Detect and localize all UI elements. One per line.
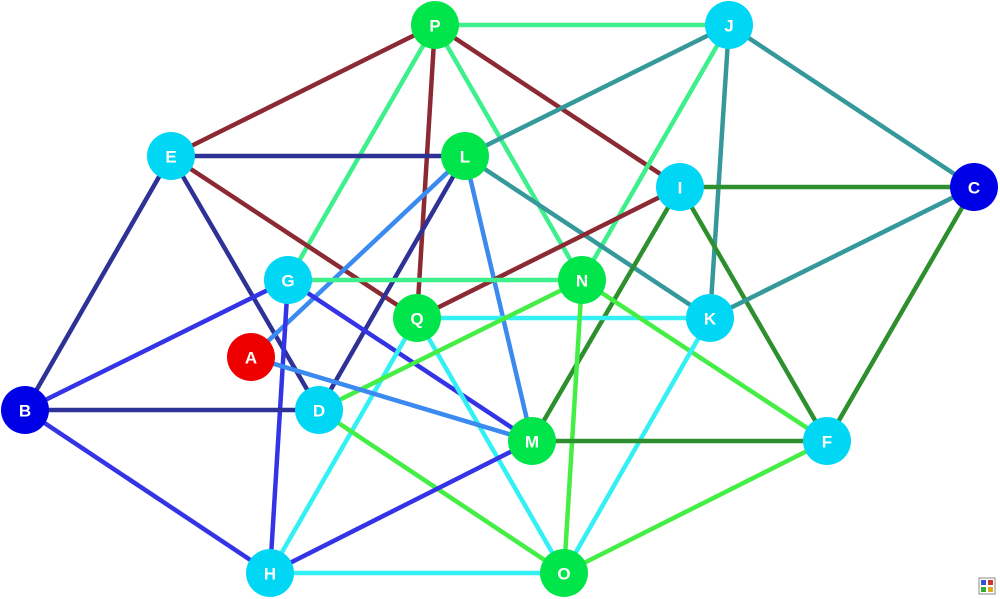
node-circle-f[interactable] xyxy=(803,417,851,465)
node-circle-d[interactable] xyxy=(295,386,343,434)
node-label-n: N xyxy=(576,272,588,291)
edge-n-f xyxy=(579,277,830,444)
edge-e-b xyxy=(22,153,174,413)
node-j[interactable]: J xyxy=(705,1,753,49)
node-d[interactable]: D xyxy=(295,386,343,434)
node-label-h: H xyxy=(264,565,276,584)
node-circle-a[interactable] xyxy=(227,333,275,381)
node-circle-b[interactable] xyxy=(1,386,49,434)
node-p[interactable]: P xyxy=(411,1,459,49)
node-circle-p[interactable] xyxy=(411,1,459,49)
edge-e-q xyxy=(168,153,420,321)
node-circle-e[interactable] xyxy=(147,132,195,180)
node-label-p: P xyxy=(429,17,440,36)
edge-l-d xyxy=(316,153,468,413)
edges-layer xyxy=(22,22,977,576)
edge-p-n xyxy=(432,22,585,283)
edge-p-g xyxy=(285,22,438,283)
node-circle-n[interactable] xyxy=(558,256,606,304)
node-i[interactable]: I xyxy=(656,163,704,211)
node-circle-h[interactable] xyxy=(246,549,294,597)
edge-m-h xyxy=(267,438,535,576)
edge-i-f xyxy=(677,184,830,444)
corner-badge xyxy=(978,577,996,595)
edge-k-o xyxy=(561,315,713,576)
node-label-b: B xyxy=(19,402,31,421)
node-label-d: D xyxy=(313,402,325,421)
node-label-m: M xyxy=(525,433,539,452)
edge-l-k xyxy=(462,153,713,321)
node-label-c: C xyxy=(968,179,980,198)
node-circle-q[interactable] xyxy=(393,294,441,342)
node-label-f: F xyxy=(822,433,832,452)
node-q[interactable]: Q xyxy=(393,294,441,342)
node-m[interactable]: M xyxy=(508,417,556,465)
edge-i-m xyxy=(529,184,683,444)
edge-p-e xyxy=(168,22,438,159)
node-label-e: E xyxy=(165,148,176,167)
edge-l-m xyxy=(462,153,535,444)
node-label-a: A xyxy=(245,349,257,368)
edge-p-q xyxy=(414,22,438,321)
node-a[interactable]: A xyxy=(227,333,275,381)
edge-n-o xyxy=(561,277,585,576)
edge-a-m xyxy=(248,354,535,444)
edge-c-f xyxy=(824,184,977,444)
node-circle-o[interactable] xyxy=(540,549,588,597)
edge-f-o xyxy=(561,438,830,576)
node-b[interactable]: B xyxy=(1,386,49,434)
edge-q-o xyxy=(414,315,567,576)
node-label-g: G xyxy=(281,272,294,291)
node-circle-g[interactable] xyxy=(264,256,312,304)
node-circle-j[interactable] xyxy=(705,1,753,49)
node-n[interactable]: N xyxy=(558,256,606,304)
node-label-l: L xyxy=(460,148,470,167)
node-label-k: K xyxy=(704,310,717,329)
node-o[interactable]: O xyxy=(540,549,588,597)
node-label-j: J xyxy=(724,17,733,36)
edge-j-n xyxy=(579,22,732,283)
node-k[interactable]: K xyxy=(686,294,734,342)
node-circle-m[interactable] xyxy=(508,417,556,465)
node-circle-k[interactable] xyxy=(686,294,734,342)
node-label-q: Q xyxy=(410,310,423,329)
edge-i-q xyxy=(414,184,683,321)
node-l[interactable]: L xyxy=(441,132,489,180)
edge-j-k xyxy=(707,22,732,321)
node-label-o: O xyxy=(557,565,570,584)
node-label-i: I xyxy=(678,179,683,198)
node-g[interactable]: G xyxy=(264,256,312,304)
node-circle-i[interactable] xyxy=(656,163,704,211)
edge-j-l xyxy=(462,22,732,159)
edge-d-o xyxy=(316,407,567,576)
node-h[interactable]: H xyxy=(246,549,294,597)
node-f[interactable]: F xyxy=(803,417,851,465)
node-circle-c[interactable] xyxy=(950,163,998,211)
edge-g-h xyxy=(267,277,291,576)
edge-j-c xyxy=(726,22,977,190)
node-circle-l[interactable] xyxy=(441,132,489,180)
edge-b-h xyxy=(22,407,273,576)
edge-g-m xyxy=(285,277,535,444)
edge-q-h xyxy=(267,315,420,576)
node-e[interactable]: E xyxy=(147,132,195,180)
edge-g-b xyxy=(22,277,291,413)
edge-p-i xyxy=(432,22,683,190)
edge-c-k xyxy=(707,184,977,321)
node-c[interactable]: C xyxy=(950,163,998,211)
